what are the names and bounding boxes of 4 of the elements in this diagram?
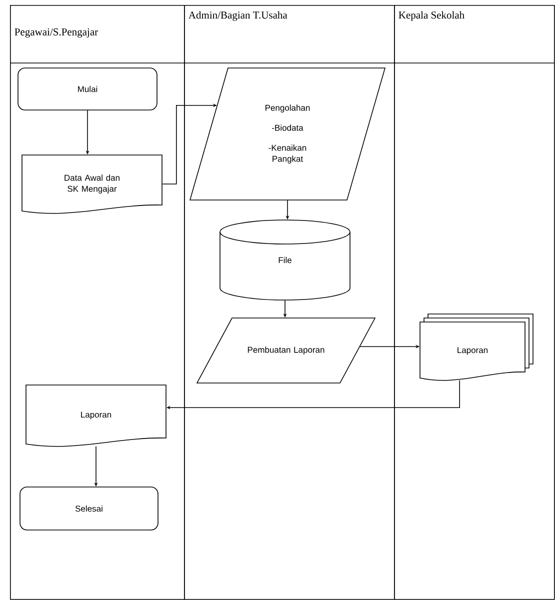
- database-cylinder: File: [220, 220, 350, 300]
- terminal-box: Selesai: [20, 486, 158, 530]
- node-label: File: [278, 256, 292, 264]
- terminal-box: Mulai: [18, 68, 158, 110]
